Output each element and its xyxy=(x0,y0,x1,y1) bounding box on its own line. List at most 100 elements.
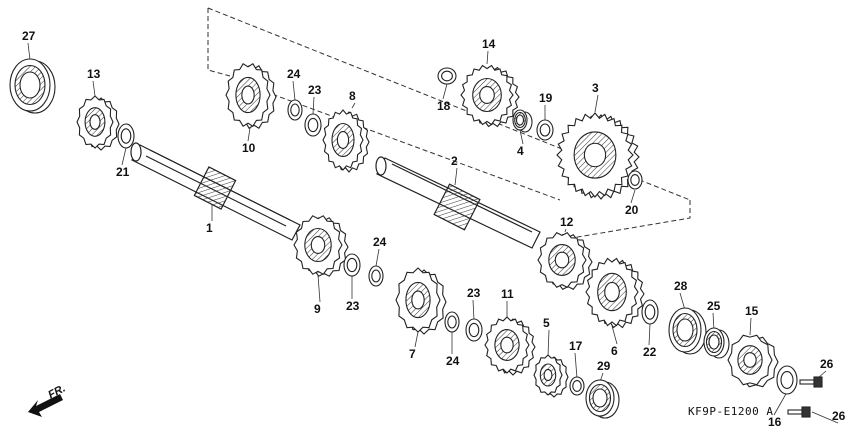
callout-11: 11 xyxy=(501,287,514,301)
leader-8 xyxy=(351,102,356,109)
callout-26: 26 xyxy=(832,409,846,423)
leader-25 xyxy=(712,312,715,331)
gear-12 xyxy=(537,232,593,290)
callout-27: 27 xyxy=(22,29,36,43)
leader-10 xyxy=(247,127,251,142)
leader-6 xyxy=(611,325,618,345)
leader-12 xyxy=(564,228,567,233)
callout-1: 1 xyxy=(206,221,213,235)
diagram-code: KF9P-E1200 A xyxy=(688,405,774,418)
callout-29: 29 xyxy=(597,359,611,373)
callout-18: 18 xyxy=(437,99,451,113)
callout-6: 6 xyxy=(611,344,618,358)
washer-17 xyxy=(569,376,585,396)
callout-22: 22 xyxy=(643,345,657,359)
sprocket-15 xyxy=(727,334,779,388)
callout-28: 28 xyxy=(674,279,688,293)
leader-4 xyxy=(519,129,524,145)
leader-13 xyxy=(92,80,96,97)
washer-21 xyxy=(117,123,135,149)
bolt-26-0 xyxy=(799,376,823,388)
leader-22 xyxy=(648,323,651,346)
callout-15: 15 xyxy=(745,304,759,318)
washer-22 xyxy=(641,299,659,325)
callout-7: 7 xyxy=(409,347,416,361)
callout-13: 13 xyxy=(87,67,101,81)
leader-16 xyxy=(773,391,788,416)
leader-2 xyxy=(454,167,458,186)
callout-24: 24 xyxy=(287,67,301,81)
gear-6 xyxy=(585,257,645,329)
bolt-26-1 xyxy=(787,406,811,418)
main-shaft xyxy=(130,142,301,241)
clip-23c xyxy=(465,318,483,342)
diagram-code-suffix: A xyxy=(766,405,774,418)
gear-3 xyxy=(556,112,640,200)
callout-21: 21 xyxy=(116,165,130,179)
leader-27 xyxy=(27,42,31,61)
gear-group xyxy=(9,58,823,419)
collar-4 xyxy=(512,109,533,133)
leader-9 xyxy=(317,274,321,303)
counter-shaft xyxy=(375,156,541,249)
gear-9 xyxy=(293,215,349,277)
washer-19 xyxy=(536,119,554,141)
leader-20 xyxy=(630,189,636,204)
leader-26 xyxy=(811,411,839,424)
clip-24b xyxy=(287,99,303,121)
leader-17 xyxy=(574,352,578,379)
seal-25 xyxy=(703,327,730,359)
leader-lines xyxy=(27,42,839,424)
leader-3 xyxy=(594,94,599,113)
leader-21 xyxy=(121,147,127,166)
gear-14 xyxy=(460,64,520,128)
leader-18 xyxy=(442,83,448,100)
callout-14: 14 xyxy=(482,37,496,51)
gear-11 xyxy=(484,316,536,376)
callout-19: 19 xyxy=(539,91,553,105)
gear-13 xyxy=(76,95,120,151)
gear-7 xyxy=(395,267,447,335)
callout-20: 20 xyxy=(625,203,639,217)
leader-5 xyxy=(547,329,550,357)
callout-23: 23 xyxy=(308,83,322,97)
callout-24: 24 xyxy=(373,235,387,249)
plate-16 xyxy=(776,365,798,395)
callout-10: 10 xyxy=(242,141,256,155)
callout-16: 16 xyxy=(768,415,782,429)
bearing-28 xyxy=(668,307,707,355)
clip-23a xyxy=(343,253,361,277)
leader-24 xyxy=(375,248,380,267)
bearing-27 xyxy=(9,58,56,114)
leader-14 xyxy=(486,50,489,65)
callout-23: 23 xyxy=(346,299,360,313)
clip-24a xyxy=(368,265,384,287)
callout-12: 12 xyxy=(560,215,574,229)
gear-8 xyxy=(322,109,370,173)
front-direction-arrow-icon xyxy=(28,394,63,417)
leader-15 xyxy=(749,317,752,336)
bearing-29 xyxy=(585,379,620,419)
callout-4: 4 xyxy=(517,144,524,158)
clip-24c xyxy=(444,311,460,333)
callout-23: 23 xyxy=(467,286,481,300)
callout-9: 9 xyxy=(314,302,321,316)
gear-5 xyxy=(533,354,569,398)
leader-24 xyxy=(292,80,296,101)
washer-20 xyxy=(627,170,643,190)
leader-28 xyxy=(679,292,686,311)
callout-5: 5 xyxy=(543,316,550,330)
washer-18 xyxy=(437,67,457,85)
callout-25: 25 xyxy=(707,299,721,313)
callout-2: 2 xyxy=(451,154,458,168)
callout-3: 3 xyxy=(592,81,599,95)
clip-23b xyxy=(304,113,322,137)
gear-10 xyxy=(225,63,277,129)
callout-26: 26 xyxy=(820,357,834,371)
leader-23 xyxy=(472,299,475,321)
callout-8: 8 xyxy=(349,89,356,103)
callout-17: 17 xyxy=(569,339,583,353)
leader-23 xyxy=(312,96,315,115)
callout-24: 24 xyxy=(446,354,460,368)
